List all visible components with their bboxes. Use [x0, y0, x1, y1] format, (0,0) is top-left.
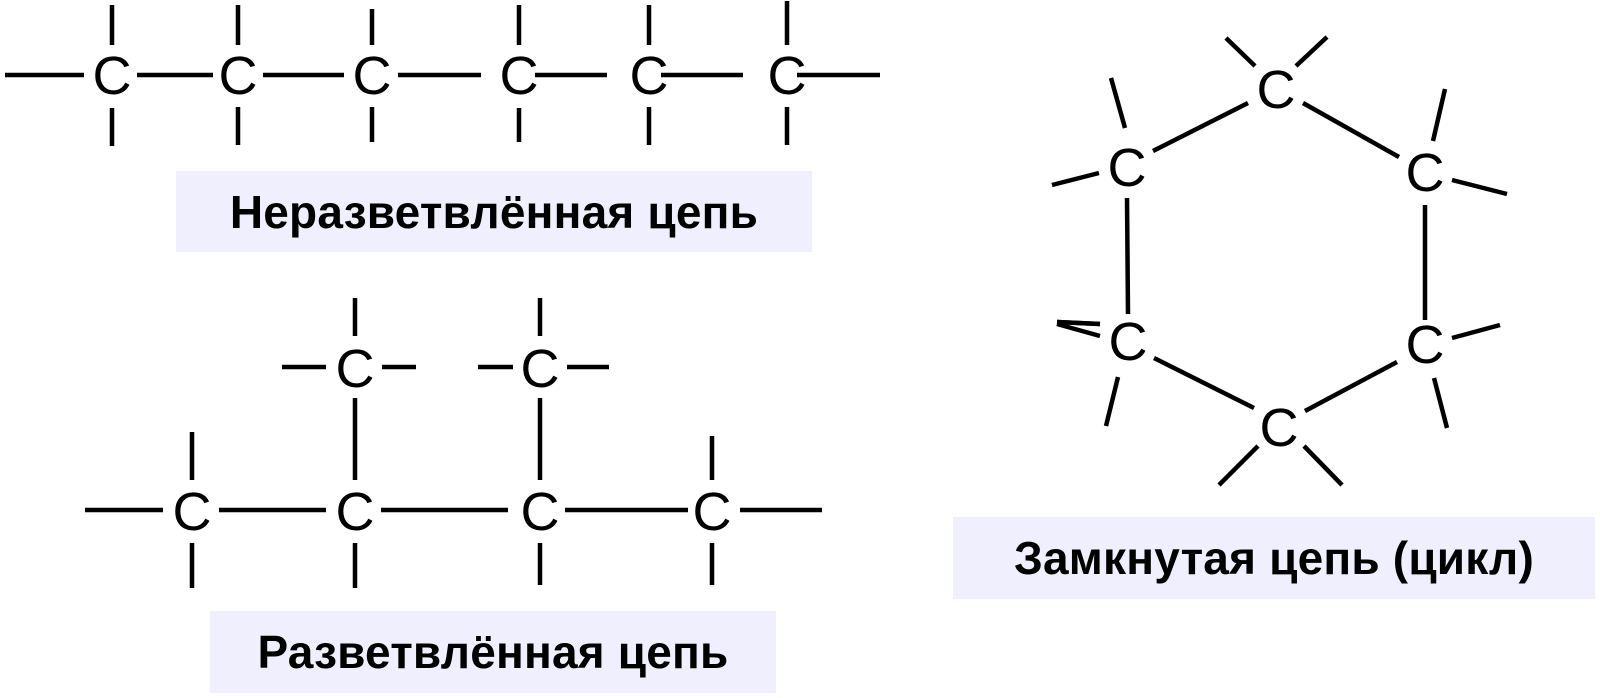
- branched-chain-label: Разветвлённая цепь: [257, 626, 729, 678]
- carbon-atom: C: [1406, 143, 1445, 203]
- carbon-atom: C: [521, 482, 560, 542]
- unbranched-chain-label-box: Неразветвлённая цепь: [176, 171, 812, 252]
- carbon-atom: C: [1260, 398, 1299, 458]
- carbon-atom: C: [1257, 60, 1296, 120]
- cyclic-chain-label: Замкнутая цепь (цикл): [1013, 532, 1534, 584]
- carbon-atom: C: [768, 46, 807, 106]
- carbon-atom: C: [693, 482, 732, 542]
- carbon-atom: C: [500, 46, 539, 106]
- carbon-atom: C: [1109, 312, 1148, 372]
- carbon-atom: C: [93, 46, 132, 106]
- unbranched-chain: C C C C C C: [5, 1, 880, 146]
- cyclic-chain: C C C C C C: [1051, 35, 1508, 487]
- carbon-atom: C: [1108, 138, 1147, 198]
- carbon-atom: C: [173, 482, 212, 542]
- carbon-atom: C: [336, 482, 375, 542]
- carbon-atom: C: [336, 339, 375, 399]
- branched-chain-label-box: Разветвлённая цепь: [210, 611, 776, 693]
- unbranched-chain-label: Неразветвлённая цепь: [229, 185, 759, 238]
- carbon-atom: C: [219, 46, 258, 106]
- branched-chain: C C C C C C: [85, 298, 822, 588]
- carbon-atom: C: [630, 46, 669, 106]
- cyclic-chain-label-box: Замкнутая цепь (цикл): [953, 517, 1595, 599]
- carbon-atom: C: [1406, 315, 1445, 375]
- carbon-atom: C: [521, 339, 560, 399]
- carbon-atom: C: [353, 46, 392, 106]
